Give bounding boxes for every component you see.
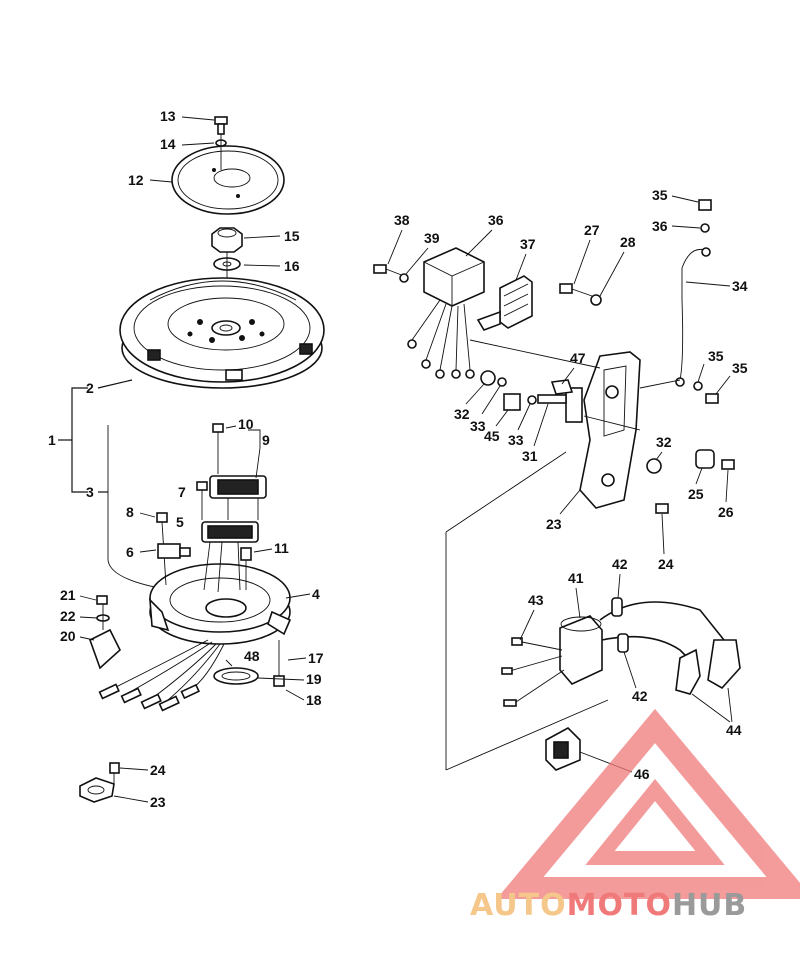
callout-5: 5	[176, 514, 184, 530]
callout-48: 48	[244, 648, 260, 664]
leader-lines	[445, 339, 681, 771]
callout-25: 23	[546, 516, 562, 532]
callout-45: 45	[484, 428, 500, 444]
callout-16: 16	[284, 258, 300, 274]
callout-32: 32	[656, 434, 672, 450]
callout-32: 32	[454, 406, 470, 422]
callout-39: 38	[394, 212, 410, 228]
ignition-coil	[501, 597, 741, 707]
callout-42: 42	[632, 688, 648, 704]
mounting-screws	[373, 264, 602, 306]
watermark-hub: HUB	[671, 888, 748, 923]
callout-22: 22	[60, 608, 76, 624]
callout-9: 9	[262, 432, 270, 448]
callout-10: 10	[238, 416, 254, 432]
callout-40: 39	[424, 230, 440, 246]
rectifier	[476, 275, 533, 331]
bracket-hardware	[480, 370, 735, 514]
flywheel-nut	[211, 227, 243, 330]
callout-35: 35	[652, 187, 668, 203]
callout-46: 46	[634, 766, 650, 782]
callout-18: 18	[306, 692, 322, 708]
callout-36: 36	[652, 218, 668, 234]
switch-box	[407, 247, 485, 379]
callout-labels: 13 14 12 15 16 2 1 3 10 9 7 8 5 6 11 4 2…	[48, 108, 748, 810]
callout-34: 34	[732, 278, 748, 294]
watermark-text: AUTOMOTOHUB	[470, 888, 747, 923]
callout-15: 15	[284, 228, 300, 244]
callout-14: 14	[160, 136, 176, 152]
callout-24: 24	[150, 762, 166, 778]
callout-6: 6	[126, 544, 134, 560]
ground-wire	[675, 199, 719, 404]
callout-29: 27	[584, 222, 600, 238]
callout-4: 4	[312, 586, 320, 602]
callout-41: 41	[568, 570, 584, 586]
cushion	[545, 727, 581, 771]
callout-26: 24	[658, 556, 674, 572]
callout-42: 42	[612, 556, 628, 572]
part-48	[225, 659, 233, 667]
callout-38: 37	[520, 236, 536, 252]
mounting-bracket	[565, 351, 641, 509]
callout-37: 36	[488, 212, 504, 228]
callout-31: 31	[522, 448, 538, 464]
callout-33: 33	[470, 418, 486, 434]
callout-7: 7	[178, 484, 186, 500]
cover-screw	[214, 116, 228, 170]
flywheel-cover	[171, 145, 285, 215]
callout-27: 25	[688, 486, 704, 502]
callout-3: 3	[86, 484, 94, 500]
callout-8: 8	[126, 504, 134, 520]
callout-36: 35	[708, 348, 724, 364]
callout-33: 33	[508, 432, 524, 448]
watermark-auto: AUTO	[470, 888, 567, 923]
callout-35: 35	[732, 360, 748, 376]
callout-23: 23	[150, 794, 166, 810]
stator-assembly	[98, 423, 292, 712]
callout-2: 2	[86, 380, 94, 396]
clip-assembly	[89, 595, 121, 670]
group-bracket	[58, 379, 171, 591]
callout-21: 21	[60, 587, 76, 603]
callout-30: 28	[620, 234, 636, 250]
callout-13: 13	[160, 108, 176, 124]
callout-43: 43	[528, 592, 544, 608]
callout-1: 1	[48, 432, 56, 448]
callout-12: 12	[128, 172, 144, 188]
callout-20: 20	[60, 628, 76, 644]
flywheel	[119, 277, 325, 389]
callout-28: 26	[718, 504, 734, 520]
callout-17: 17	[308, 650, 324, 666]
callout-11: 11	[274, 540, 289, 556]
terminal-clip	[79, 762, 120, 803]
watermark-logo	[496, 708, 800, 899]
callout-19: 19	[306, 671, 322, 687]
callout-47: 47	[570, 350, 586, 366]
callout-44: 44	[726, 722, 742, 738]
watermark-moto: MOTO	[566, 888, 672, 923]
